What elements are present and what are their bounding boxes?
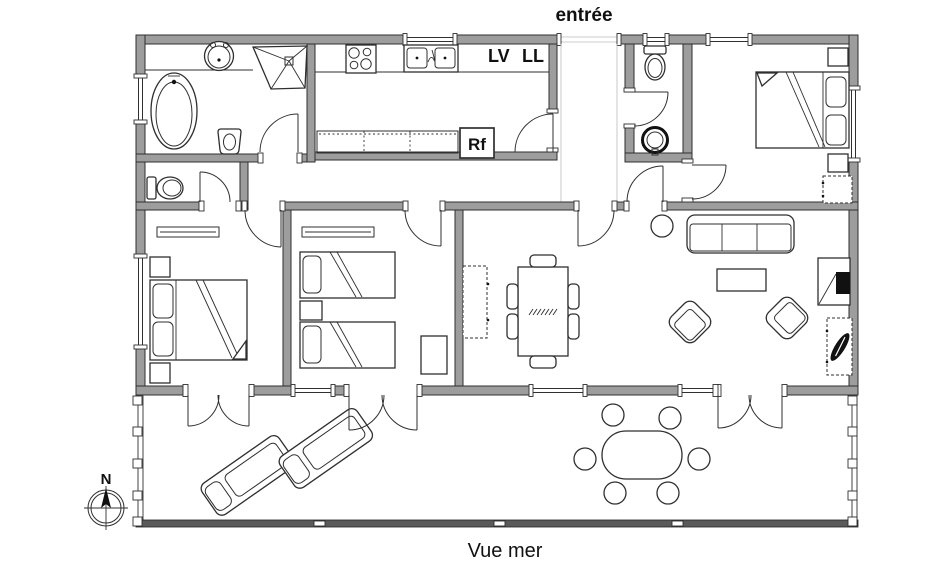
wardrobe: [821, 175, 853, 204]
window: [133, 73, 148, 125]
door-swing-bathroom: [259, 113, 299, 153]
fridge-label: Rf: [468, 135, 486, 154]
kitchen-counter-low: [316, 130, 459, 154]
window: [677, 384, 722, 397]
sun-lounger: [278, 408, 374, 489]
chair: [506, 283, 519, 310]
french-door-living: [717, 394, 783, 429]
bed-single: [299, 251, 396, 299]
terrace-dining-set: [573, 403, 711, 505]
chair: [506, 313, 519, 340]
terrace-chair: [656, 481, 680, 505]
washbasin: [203, 40, 235, 72]
bed-single: [299, 321, 396, 369]
windows: [133, 33, 861, 397]
terrace: [132, 395, 859, 528]
armchair: [668, 300, 712, 344]
north-arrow-icon: [101, 488, 111, 508]
door-swing-dining: [577, 209, 615, 247]
wc-left: [146, 176, 184, 200]
door-swing-bedroom-1: [244, 209, 282, 248]
window: [528, 384, 588, 397]
bedroom-2: [299, 226, 448, 375]
terrace-chair: [601, 403, 625, 427]
sofa: [686, 214, 795, 254]
door-swing-small-wc: [199, 171, 231, 203]
nightstand: [827, 153, 849, 173]
terrace-chair: [687, 447, 711, 471]
wc-hall: [641, 45, 669, 156]
compass-rose: N: [84, 471, 128, 530]
bedroom-right: [755, 47, 853, 204]
kitchen-sink: [403, 44, 459, 73]
cabinet: [825, 317, 853, 376]
washing-machine-label: LL: [522, 46, 544, 66]
entrance-opening: [556, 33, 622, 202]
bathroom: [145, 40, 308, 155]
dining-table-set: [506, 254, 580, 369]
kitchen: Rf LV LL: [315, 44, 549, 159]
chair: [567, 313, 580, 340]
plant: [650, 214, 674, 238]
armchair: [765, 296, 809, 340]
door-swing-bedroom-right: [691, 164, 727, 200]
toilet: [643, 45, 667, 81]
compass-north-label: N: [101, 471, 112, 488]
window: [290, 384, 336, 397]
window: [705, 33, 753, 46]
terrace-chair: [658, 406, 682, 430]
nightstand: [149, 256, 171, 278]
chair: [529, 254, 557, 268]
dining-room: [462, 254, 580, 369]
interior-walls: [135, 43, 859, 397]
terrace-table: [601, 430, 683, 480]
closet-rod: [301, 226, 375, 238]
window: [133, 253, 148, 350]
nightstand: [827, 47, 849, 67]
nightstand: [149, 362, 171, 384]
chair: [567, 283, 580, 310]
door-swing-living: [626, 165, 664, 203]
toilet: [146, 176, 184, 200]
french-door-bedroom-2: [348, 394, 418, 431]
window: [642, 33, 670, 46]
bidet: [217, 128, 242, 155]
tv-unit: [817, 257, 851, 306]
door-swing-hall-wc: [633, 91, 669, 127]
sideboard: [462, 265, 490, 339]
shower: [252, 45, 308, 90]
exterior-walls: [135, 34, 859, 396]
door-swing-kitchen: [514, 113, 554, 153]
sun-lounger: [200, 435, 296, 516]
doors: [187, 91, 783, 431]
coffee-table: [716, 268, 767, 292]
entrance-label: entrée: [555, 5, 612, 26]
window: [402, 33, 458, 46]
bed-double: [149, 279, 248, 361]
terrace-chair: [573, 447, 597, 471]
dishwasher-label: LV: [488, 46, 510, 66]
nightstand: [299, 300, 323, 321]
stove: [345, 44, 377, 74]
fridge-box: Rf: [459, 127, 495, 159]
side-table: [420, 335, 448, 375]
window: [846, 85, 861, 163]
table-runner: [528, 308, 558, 316]
bedroom-1: [149, 226, 248, 384]
terrace-chair: [603, 481, 627, 505]
door-swing-bedroom-2: [404, 209, 442, 247]
chair: [529, 355, 557, 369]
sea-view-label: Vue mer: [468, 540, 543, 562]
washbasin-round: [641, 126, 669, 156]
terrace-posts: [132, 395, 858, 527]
closet-rod: [156, 226, 220, 238]
bathtub: [150, 72, 198, 150]
bed-double: [755, 71, 850, 149]
living-room: [650, 214, 853, 376]
tv-screen: [836, 272, 850, 294]
french-door-bedroom-1: [187, 394, 250, 427]
